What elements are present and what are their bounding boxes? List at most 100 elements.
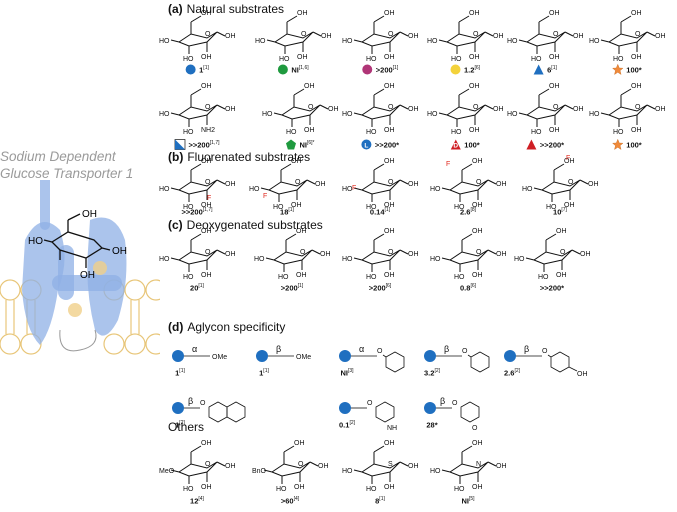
atom-label: O	[568, 179, 574, 186]
atom-label: OH	[493, 106, 504, 113]
sugar-structure	[518, 88, 574, 127]
atom-label: O	[635, 31, 641, 38]
atom-label: HO	[342, 256, 353, 263]
affinity-label: NI[3]	[340, 368, 353, 378]
affinity-label: 6[1]	[533, 64, 557, 75]
atom-label: OH	[469, 83, 480, 90]
benzene-ring	[470, 351, 490, 373]
aromatic-ring	[375, 401, 395, 423]
atom-label: OH	[201, 228, 212, 235]
atom-label: HO	[159, 38, 170, 45]
atom-label: OH	[549, 127, 560, 134]
atom-label: OH	[201, 272, 212, 279]
affinity-label: >60[4]	[281, 496, 299, 506]
atom-label: OH	[493, 33, 504, 40]
atom-label: OH	[580, 251, 591, 258]
sugar-structure	[600, 15, 656, 54]
atom-label: HO	[159, 186, 170, 193]
atom-label: HO	[342, 111, 353, 118]
reference: [8]	[470, 207, 476, 213]
affinity-label: 28*	[426, 420, 437, 430]
sugar-structure	[170, 163, 226, 202]
sodium-ion	[93, 261, 107, 275]
anomer-label: β	[444, 344, 449, 354]
glucose-oh-label: OH	[80, 270, 95, 281]
reference: [1]	[392, 64, 399, 71]
atom-label: OH	[384, 83, 395, 90]
sugar-structure	[353, 445, 409, 484]
sodium-ion	[68, 303, 82, 317]
affinity-value: 2.6	[504, 368, 515, 378]
atom-label: HO	[546, 204, 557, 211]
group-label: OMe	[296, 354, 311, 361]
sugar-structure	[170, 445, 226, 484]
affinity-value: 1	[259, 368, 264, 378]
atom-label: OH	[384, 10, 395, 17]
atom-label: OH	[469, 127, 480, 134]
sugar-structure	[265, 233, 321, 272]
atom-label: O	[473, 31, 479, 38]
affinity-value: >>200*	[539, 283, 565, 293]
atom-label: F	[566, 155, 570, 162]
anomer-label: β	[440, 396, 445, 406]
group-label: O	[200, 400, 206, 407]
atom-label: NH2	[201, 127, 215, 134]
section-b-title: (b)Fluorenated substrates	[168, 150, 311, 164]
atom-label: HO	[366, 274, 377, 281]
atom-label: OH	[631, 127, 642, 134]
atom-label: OH	[588, 181, 599, 188]
atom-label: O	[308, 104, 314, 111]
atom-label: OH	[564, 158, 575, 165]
reference: [1]	[203, 64, 209, 71]
sugar-structure	[170, 88, 226, 127]
atom-label: OH	[408, 33, 419, 40]
affinity-value: 100*	[464, 140, 480, 150]
sugar-structure	[438, 15, 494, 54]
atom-label: OH	[225, 463, 236, 470]
atom-label: HO	[531, 56, 542, 63]
atom-label: O	[205, 461, 211, 468]
atom-label: OH	[408, 181, 419, 188]
atom-label: OH	[320, 251, 331, 258]
atom-label: HO	[273, 204, 284, 211]
group-label: O	[462, 348, 468, 355]
affinity-value: 8	[375, 496, 380, 506]
atom-label: HO	[342, 468, 353, 475]
reference: [3]	[347, 368, 354, 374]
atom-label: O	[205, 31, 211, 38]
atom-label: OH	[296, 228, 307, 235]
sugar-structure	[600, 88, 656, 127]
star-symbol	[612, 64, 624, 75]
atom-label: OH	[296, 272, 307, 279]
affinity-label: 2.6[2]	[504, 368, 520, 378]
atom-label: HO	[342, 186, 353, 193]
affinity-value: 28*	[426, 420, 438, 430]
reference: [6]*	[306, 139, 315, 146]
atom-label: OH	[496, 251, 507, 258]
affinity-label: >200[1]	[362, 64, 398, 75]
affinity-label: NI[5]	[461, 496, 474, 506]
anomer-label: α	[359, 344, 364, 354]
affinity-label: NI[1,6]	[277, 64, 309, 75]
sugar-structure	[353, 233, 409, 272]
atom-label: MeO	[159, 468, 175, 475]
atom-label: OH	[472, 440, 483, 447]
atom-label: OH	[556, 228, 567, 235]
atom-label: HO	[514, 256, 525, 263]
sugar-structure	[260, 163, 316, 202]
atom-label: OH	[631, 83, 642, 90]
atom-label: HO	[522, 186, 533, 193]
atom-label: F	[446, 161, 450, 168]
atom-label: OH	[297, 10, 308, 17]
group-label: O	[377, 348, 383, 355]
atom-label: HO	[613, 56, 624, 63]
